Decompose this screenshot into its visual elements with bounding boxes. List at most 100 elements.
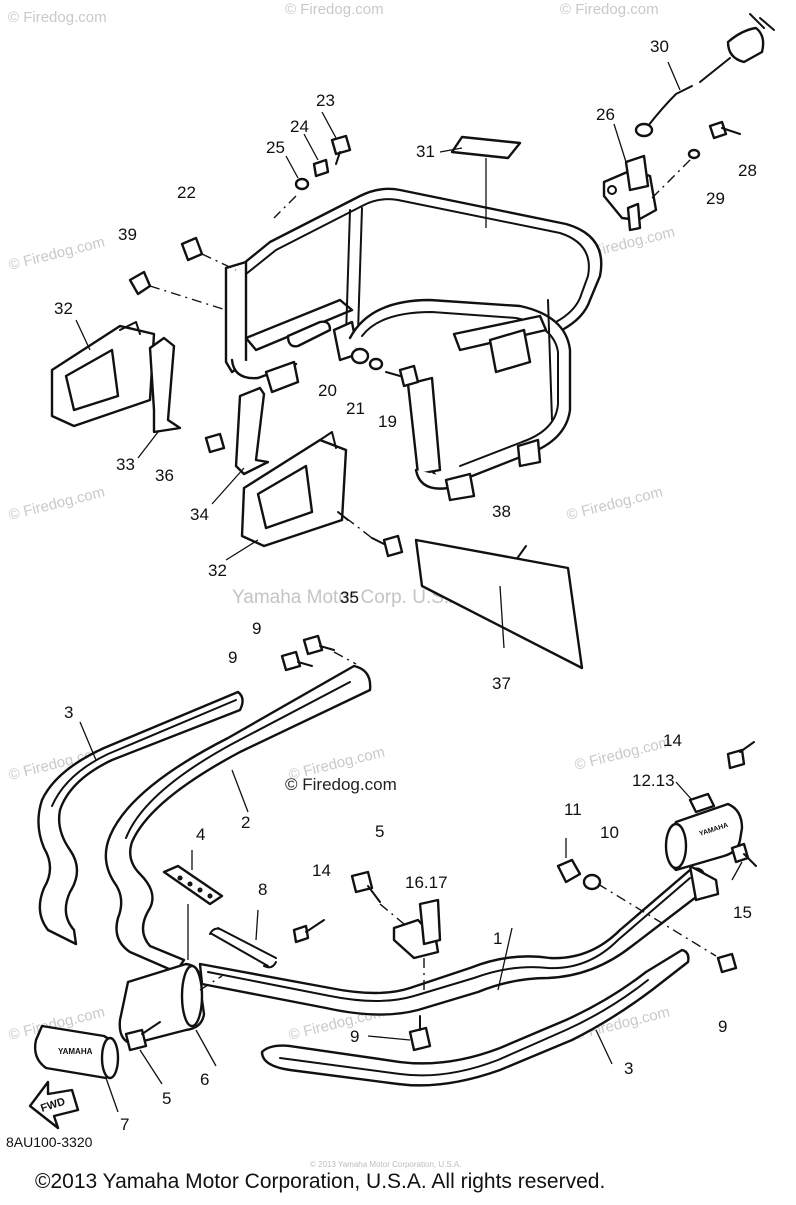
cover-left-tab — [119, 321, 141, 335]
part-32-side-cover-left — [50, 321, 156, 428]
carrier-foot-tab-rear — [516, 438, 542, 468]
bar-2-edge — [125, 681, 351, 839]
callout-10: 10 — [600, 823, 619, 842]
leader-24 — [303, 133, 319, 161]
watermark-footer-faint: © 2013 Yamaha Motor Corporation, U.S.A. — [310, 1160, 461, 1169]
cover-right-window — [256, 464, 314, 530]
callout-38: 38 — [492, 502, 511, 521]
part-35-bolt — [345, 517, 404, 558]
callout-16-17: 16.17 — [405, 873, 448, 892]
part-15-screw — [730, 842, 757, 867]
leader-29 — [651, 157, 693, 199]
watermark-tile: © Firedog.com — [7, 234, 107, 274]
callout-32-left: 32 — [54, 299, 73, 318]
callout-14-left: 14 — [312, 861, 331, 880]
leader-30 — [667, 61, 681, 91]
leader-3-lower — [595, 1029, 613, 1065]
part-30-cable — [634, 13, 775, 138]
part-36-nut — [204, 432, 226, 454]
part-19-bolt — [385, 364, 420, 388]
pad-3-lower-edge — [279, 979, 649, 1077]
part-32-side-cover-right — [240, 431, 349, 548]
pad-3-lower-body — [260, 948, 690, 1087]
leader-6 — [199, 975, 223, 991]
part-37-plate — [414, 538, 584, 670]
callout-39: 39 — [118, 225, 137, 244]
callout-34: 34 — [190, 505, 209, 524]
leader-15 — [731, 861, 743, 881]
part-12-13-clamp: YAMAHA — [664, 792, 744, 872]
part-20-washer — [350, 347, 370, 365]
leader-22 — [201, 253, 237, 271]
bolt-35-shank — [371, 537, 385, 545]
carrier-frame — [224, 187, 603, 502]
plate-4-hole — [187, 881, 193, 887]
screw-15-shank — [743, 853, 757, 867]
callout-19: 19 — [378, 412, 397, 431]
plate-4-hole — [207, 893, 213, 899]
leader-5-lower — [139, 1049, 163, 1085]
screw-15-head — [730, 842, 750, 864]
leader-31-tick — [439, 147, 463, 153]
bolt-5-lower-head — [124, 1028, 148, 1052]
callout-3-upper: 3 — [64, 703, 73, 722]
plate-4-hole — [177, 875, 183, 881]
leader-34 — [211, 467, 245, 505]
plate-4-hole — [197, 887, 203, 893]
leader-3-upper — [79, 721, 97, 761]
carrier-inner-bracket — [488, 328, 532, 374]
bolt-5-lower-shank — [141, 1021, 161, 1035]
bar-1-edge — [207, 877, 691, 1002]
bracket-16-body — [392, 918, 440, 960]
part-5-bolt-lower — [124, 1021, 161, 1052]
part-6-grip — [118, 962, 223, 1046]
part-11-nut — [556, 858, 582, 884]
part-31-label — [450, 135, 522, 228]
part-14-screw-left — [292, 919, 325, 944]
latch-hole — [607, 185, 617, 195]
leader-23 — [321, 111, 337, 139]
part-16-17-bracket — [392, 898, 442, 990]
grip-6-end — [180, 964, 204, 1028]
copyright-notice: ©2013 Yamaha Motor Corporation, U.S.A. A… — [35, 1170, 605, 1193]
callout-26: 26 — [596, 105, 615, 124]
callout-6: 6 — [200, 1070, 209, 1089]
part-9-screw-right — [716, 952, 738, 974]
part-34-bracket — [234, 386, 270, 476]
leader-37 — [499, 585, 505, 649]
collar-body — [180, 236, 204, 262]
fwd-arrow: FWD — [28, 1080, 80, 1130]
screw-9-shank — [319, 645, 335, 651]
cable-clip — [726, 26, 765, 64]
leader-32-left — [75, 319, 91, 351]
carrier-left-bracket — [264, 360, 300, 394]
nut-24 — [312, 158, 330, 178]
bolt-5-head — [350, 870, 374, 894]
callout-36: 36 — [155, 466, 174, 485]
screw-14-shank — [305, 919, 325, 933]
carrier-top-rail-inner — [245, 198, 590, 379]
leader-33 — [137, 431, 159, 459]
screw-9-shank — [297, 661, 313, 667]
callout-9-a: 9 — [252, 619, 261, 638]
cover-left-window — [64, 348, 120, 412]
watermark-tile: © Firedog.com — [8, 9, 107, 26]
washer-25 — [294, 177, 310, 191]
part-39-cap — [128, 270, 227, 311]
watermark-tile: © Firedog.com — [560, 1, 659, 18]
watermark-tile: © Firedog.com — [7, 484, 107, 524]
part-14-screw-right — [726, 741, 755, 770]
callout-31: 31 — [416, 142, 435, 161]
callout-35: 35 — [340, 588, 359, 607]
pad-3-upper-body — [37, 690, 244, 946]
clip-8-body — [209, 927, 277, 969]
leader-9-top — [333, 651, 357, 665]
bar-1-end — [688, 864, 720, 902]
screw-14-right-head — [726, 748, 746, 770]
part-9-screw-mid — [408, 1015, 432, 1052]
leader-7 — [105, 1077, 119, 1113]
watermark-brand: Yamaha Motor Corp. U.S.A. — [232, 587, 467, 608]
part-4-plate — [162, 850, 224, 960]
